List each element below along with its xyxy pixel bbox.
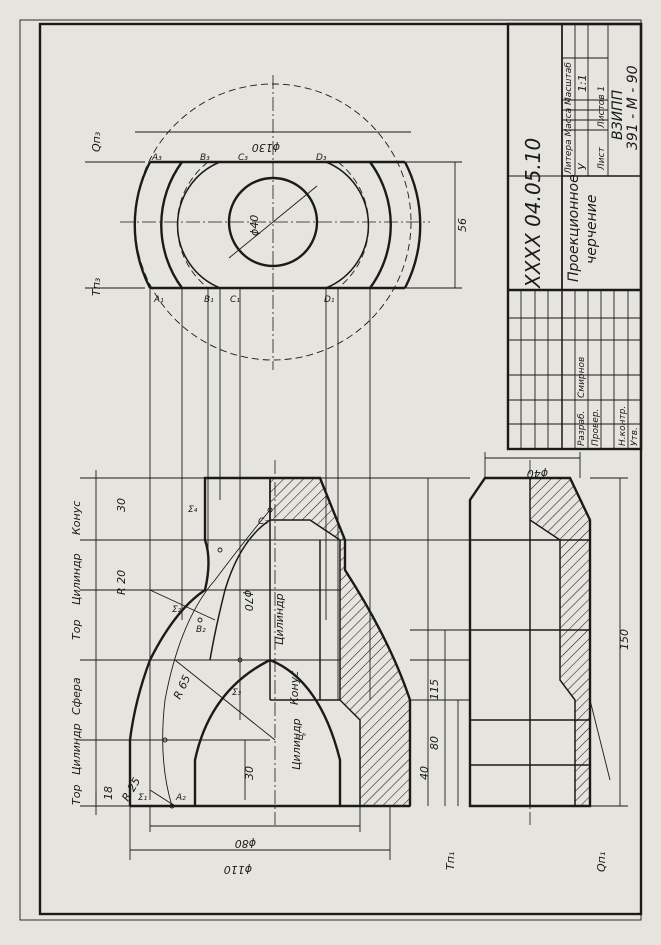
projection-lines <box>149 288 371 800</box>
label-cylinder-inner2: Цилиндр <box>290 718 303 770</box>
dim-d130: ϕ130 <box>252 141 280 154</box>
label-cylinder-left: Цилиндр <box>70 723 83 775</box>
point-b2: B₂ <box>196 625 206 635</box>
sheets-count: Листов 1 <box>597 86 607 129</box>
point-b3: B₃ <box>200 153 210 163</box>
point-d2: d' <box>298 733 306 743</box>
dim-r20: R 20 <box>115 570 128 595</box>
drawing-name-line1: Проекционное <box>566 174 582 282</box>
label-t-pi1: Tп₁ <box>444 852 457 870</box>
label-q-pi1: Qп₁ <box>595 852 608 872</box>
role-norm-control: Н.контр. <box>618 406 628 446</box>
dim-40: 40 <box>418 766 431 780</box>
role-checked: Провер. <box>591 409 601 446</box>
point-a1: A₁ <box>153 295 164 305</box>
role-approved: Утв. <box>630 427 640 446</box>
literature-mass-scale-header: Литера Масса Масштаб <box>564 62 574 175</box>
label-q-pi3: Qп₃ <box>90 131 103 152</box>
dim-d40-small: ϕ40 <box>248 215 261 236</box>
dim-30a: 30 <box>115 498 128 512</box>
organization-line1: ВЗИПП <box>610 89 626 140</box>
dim-150: 150 <box>618 629 631 650</box>
point-a2: A₂ <box>175 793 186 803</box>
dim-18: 18 <box>102 786 115 800</box>
role-developed: Разраб. <box>577 411 587 446</box>
label-cone-inner: Конус <box>288 671 301 705</box>
side-view <box>320 452 628 825</box>
point-d1: D₁ <box>324 295 335 305</box>
point-sigma4: Σ₄ <box>188 505 198 515</box>
point-d3: D₃ <box>316 153 327 163</box>
label-t-pi3: Tп₃ <box>90 277 103 296</box>
dim-d70: ϕ70 <box>242 590 255 611</box>
label-cylinder-mid: Цилиндр <box>70 553 83 605</box>
title-block <box>506 22 643 451</box>
scale-value: 1:1 <box>576 74 589 92</box>
person-developed: Смирнов <box>577 357 587 398</box>
dim-56: 56 <box>456 218 469 232</box>
organization-line2: 391 - М - 90 <box>625 65 641 150</box>
point-sigma2: Σ₂ <box>172 605 182 615</box>
point-c1: C₁ <box>230 295 240 305</box>
dim-d110: ϕ110 <box>224 863 252 876</box>
dim-115: 115 <box>428 679 441 700</box>
label-tor-top: Тор <box>70 785 83 805</box>
point-c3: C₃ <box>238 153 248 163</box>
label-tor-mid: Тор <box>70 620 83 640</box>
point-a3: A₃ <box>151 153 162 163</box>
drawing-name-line2: черчение <box>584 194 600 264</box>
front-view <box>80 460 459 860</box>
point-sigma3: Σ₃ <box>232 688 242 698</box>
dim-d40: ϕ40 <box>527 467 548 480</box>
sheet-label: Лист <box>597 146 607 171</box>
dim-30b: 30 <box>243 766 256 780</box>
point-c2: C₂ <box>258 517 268 527</box>
dim-d80: ϕ80 <box>235 837 256 850</box>
drawing-code: XXXX 04.05.10 <box>521 138 545 289</box>
point-b1: B₁ <box>204 295 214 305</box>
drawing-frame <box>38 22 643 916</box>
top-view <box>85 75 462 370</box>
label-cylinder-inner: Цилиндр <box>273 593 286 645</box>
point-sigma1: Σ₁ <box>138 793 148 803</box>
label-cone: Конус <box>70 501 83 535</box>
literature-value: У <box>576 162 589 170</box>
label-sphere: Сфера <box>70 677 83 715</box>
dim-80: 80 <box>428 736 441 750</box>
